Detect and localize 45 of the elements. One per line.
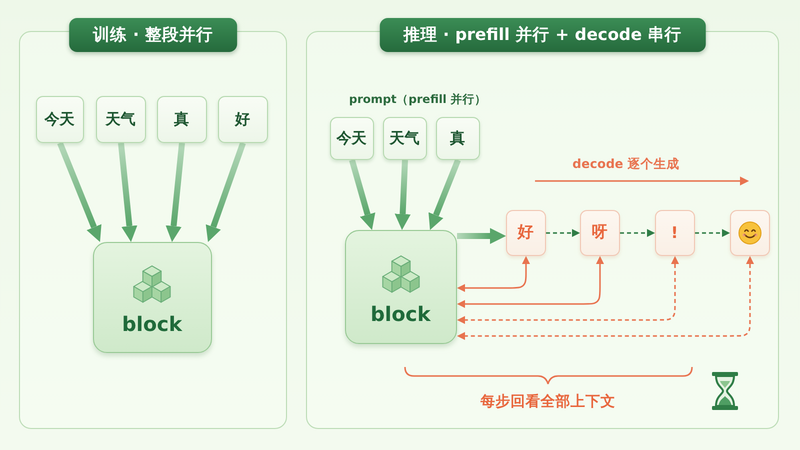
token-box bbox=[156, 96, 206, 142]
arrow bbox=[428, 158, 461, 230]
arrow bbox=[118, 142, 138, 242]
arrow bbox=[457, 256, 604, 308]
caption: decode 逐个生成 bbox=[572, 156, 680, 173]
output-token-box bbox=[654, 210, 694, 256]
output-token-box bbox=[506, 210, 546, 256]
output-token-box bbox=[730, 210, 770, 256]
token-text: 真 bbox=[450, 128, 465, 148]
arrow bbox=[457, 228, 506, 244]
token-text: 好 bbox=[518, 222, 534, 243]
arrow bbox=[620, 229, 655, 237]
arrow bbox=[57, 142, 102, 242]
arrow bbox=[394, 160, 411, 230]
token-text: 天气 bbox=[106, 110, 136, 128]
token-text: 今天 bbox=[336, 128, 366, 148]
token-box bbox=[436, 116, 480, 160]
arrow bbox=[695, 229, 730, 237]
token-text: 今天 bbox=[44, 110, 74, 128]
arrow bbox=[457, 256, 754, 340]
arrow bbox=[457, 256, 530, 292]
token-box bbox=[96, 96, 146, 142]
token-text: 呀 bbox=[592, 222, 608, 243]
token-text: 真 bbox=[174, 110, 189, 128]
token-text: 好 bbox=[235, 110, 250, 128]
token-box bbox=[218, 96, 268, 142]
token-box bbox=[382, 116, 426, 160]
block-label: block bbox=[122, 312, 182, 336]
token-text: ! bbox=[670, 223, 678, 242]
caption: 每步回看全部上下文 bbox=[480, 392, 616, 411]
token-text: 天气 bbox=[390, 128, 420, 148]
arrow bbox=[206, 142, 246, 242]
group-caption: prompt（prefill 并行） bbox=[349, 92, 487, 107]
arrow bbox=[349, 159, 376, 230]
block-box bbox=[344, 230, 456, 344]
token-box bbox=[36, 96, 84, 142]
output-token-box bbox=[580, 210, 620, 256]
token-box bbox=[330, 116, 374, 160]
block-label: block bbox=[370, 302, 431, 326]
panel-title: 训练 · 整段并行 bbox=[69, 18, 237, 52]
arrow bbox=[457, 256, 679, 324]
panel-title: 推理 · prefill 并行 + decode 串行 bbox=[379, 18, 706, 52]
arrow bbox=[166, 142, 185, 242]
block-box bbox=[92, 242, 212, 352]
arrow bbox=[546, 229, 580, 237]
